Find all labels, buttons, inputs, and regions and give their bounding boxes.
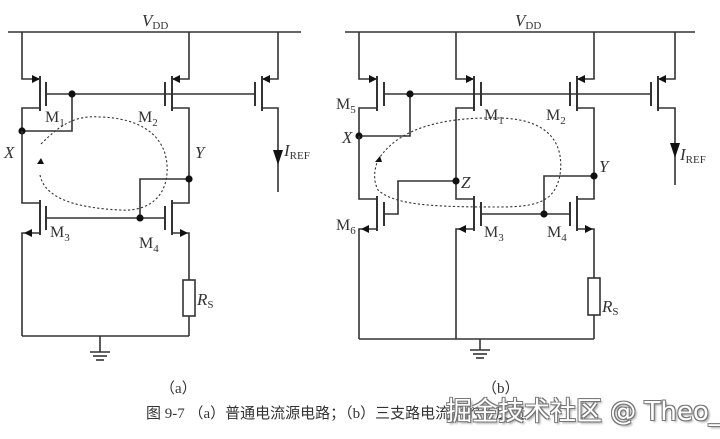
m1-label-a: M1 <box>45 109 65 129</box>
feedback-loop-b <box>374 117 562 208</box>
resistor-label-a: RS <box>196 290 214 311</box>
m4-label-b: M4 <box>547 224 567 244</box>
transistor-m3-b <box>455 181 482 339</box>
transistor-m5-b <box>358 32 385 136</box>
iref-label-a: IREF <box>283 141 310 162</box>
figure-caption: 图 9-7 （a）普通电流源电路；（b）三支路电流源的负反馈 <box>146 406 526 422</box>
resistor-label-b: RS <box>601 297 619 318</box>
circuit-a: VDD X <box>3 11 310 361</box>
transistor-ref-b <box>650 32 680 185</box>
m3-label-a: M3 <box>50 224 70 244</box>
transistor-m2-b <box>569 32 595 176</box>
vdd-label-b: VDD <box>515 11 541 32</box>
feedback-loop-a <box>39 116 168 211</box>
m2-label-a: M2 <box>138 109 158 129</box>
m5-label-b: M5 <box>336 96 356 116</box>
m6-label-b: M6 <box>336 217 356 237</box>
transistor-m3-a <box>21 131 47 336</box>
subfigure-label-a: （a） <box>160 381 197 397</box>
transistor-m4-b <box>569 176 595 278</box>
iref-arrow-b <box>670 143 680 158</box>
loop-arrow-b <box>375 156 382 162</box>
junction-dot <box>68 90 76 98</box>
m1-label-b: M1 <box>484 107 504 127</box>
transistor-m1-b <box>455 32 482 181</box>
watermark: 掘金技术社区 @ Theo_ <box>446 397 720 427</box>
m2-label-b: M2 <box>546 107 566 127</box>
transistor-m4-a <box>164 179 190 280</box>
transistor-m6-b <box>358 136 385 339</box>
junction-dot <box>406 90 414 98</box>
junction-dot <box>540 210 548 218</box>
ground-icon <box>90 336 110 361</box>
loop-arrow-a <box>37 158 44 164</box>
vdd-label-a: VDD <box>142 11 168 32</box>
m3-label-b: M3 <box>484 224 504 244</box>
node-x-label-a: X <box>3 143 15 162</box>
node-y-label-b: Y <box>599 157 610 176</box>
transistor-m1-a <box>21 32 47 131</box>
iref-arrow-a <box>273 150 283 165</box>
resistor-rs-a <box>182 279 196 317</box>
node-y-label-a: Y <box>195 143 206 162</box>
node-x-label-b: X <box>341 128 353 147</box>
resistor-rs-b <box>587 277 601 316</box>
circuit-b: VDD <box>336 11 706 359</box>
m4-label-a: M4 <box>139 235 159 255</box>
node-z-dot-b <box>452 177 460 185</box>
iref-label-b: IREF <box>679 145 706 166</box>
junction-dot <box>136 214 144 222</box>
node-y-dot-b <box>590 172 598 180</box>
subfigure-label-b: （b） <box>482 381 520 397</box>
transistor-m2-a <box>164 32 190 179</box>
ground-icon <box>470 339 490 359</box>
node-z-label-b: Z <box>461 173 471 192</box>
node-y-dot-a <box>185 175 193 183</box>
transistor-ref-a <box>254 32 283 192</box>
